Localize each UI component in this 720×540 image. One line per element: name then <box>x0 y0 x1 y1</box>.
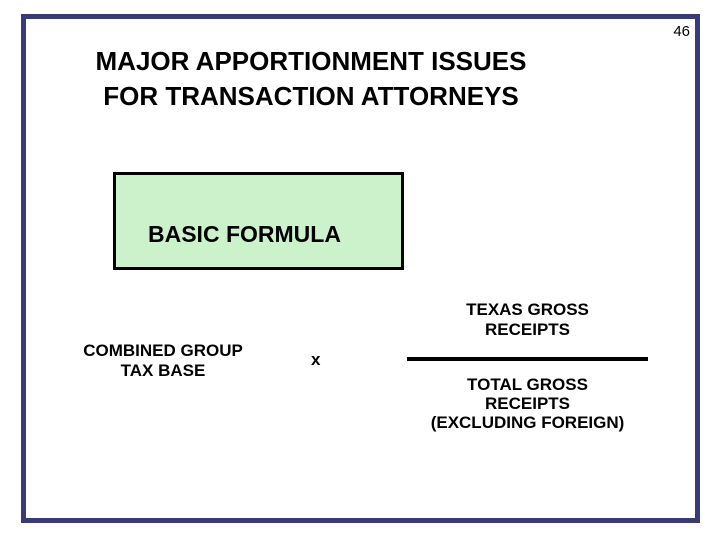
numerator-line1: TEXAS GROSS <box>466 300 589 319</box>
basic-formula-label: BASIC FORMULA <box>148 221 341 247</box>
left-operand-line1: COMBINED GROUP <box>83 341 243 360</box>
formula-left-operand: COMBINED GROUP TAX BASE <box>73 341 253 381</box>
slide-title: MAJOR APPORTIONMENT ISSUES FOR TRANSACTI… <box>31 44 591 114</box>
fraction-numerator: TEXAS GROSS RECEIPTS <box>407 300 648 340</box>
fraction-denominator: TOTAL GROSS RECEIPTS (EXCLUDING FOREIGN) <box>407 375 648 432</box>
denominator-line2: RECEIPTS <box>484 394 571 413</box>
denominator-line3: (EXCLUDING FOREIGN) <box>430 413 625 432</box>
slide-title-line2: FOR TRANSACTION ATTORNEYS <box>103 81 519 111</box>
fraction-bar <box>407 357 648 361</box>
slide-title-line1: MAJOR APPORTIONMENT ISSUES <box>95 46 527 76</box>
formula-fraction: TEXAS GROSS RECEIPTS TOTAL GROSS RECEIPT… <box>407 300 648 432</box>
denominator-line1: TOTAL GROSS <box>467 375 588 394</box>
basic-formula-box: BASIC FORMULA <box>113 172 404 270</box>
numerator-line2: RECEIPTS <box>484 320 571 339</box>
left-operand-line2: TAX BASE <box>120 361 206 380</box>
page-number: 46 <box>673 23 690 40</box>
formula-multiplication-operator: x <box>311 350 321 369</box>
